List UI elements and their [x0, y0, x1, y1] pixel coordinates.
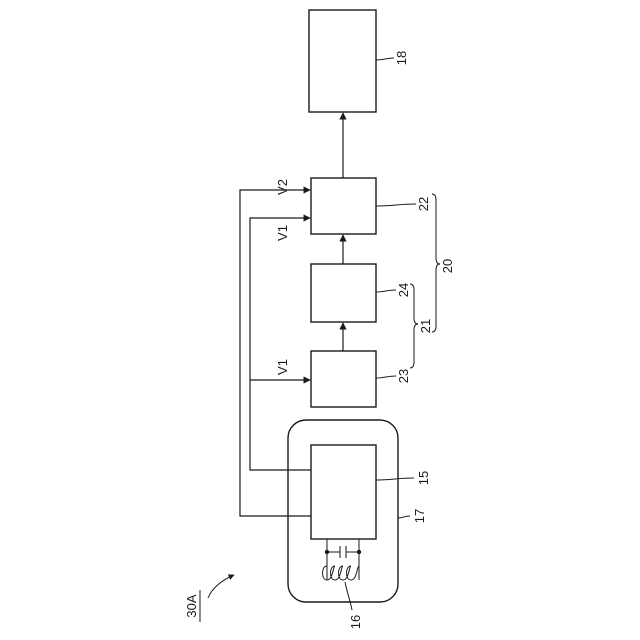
label-22: 22 [416, 197, 431, 211]
label-18: 18 [394, 51, 409, 65]
block-23 [311, 351, 376, 407]
block-24 [311, 264, 376, 322]
label-20: 20 [440, 259, 455, 273]
label-24: 24 [396, 283, 411, 297]
block-18 [309, 10, 376, 112]
block-22 [311, 178, 376, 234]
block-15 [311, 445, 376, 539]
label-17: 17 [412, 509, 427, 523]
leader-23 [376, 376, 396, 378]
label-v1-upper: V1 [275, 225, 290, 241]
label-16: 16 [348, 615, 363, 629]
bracket-20 [432, 194, 440, 332]
leader-17 [398, 516, 410, 518]
label-21: 21 [418, 319, 433, 333]
label-23: 23 [396, 369, 411, 383]
label-v2: V2 [275, 179, 290, 195]
leader-18 [376, 58, 394, 60]
label-v1-lower: V1 [275, 359, 290, 375]
figure-pointer-arrow [208, 575, 234, 598]
leader-24 [376, 290, 396, 292]
label-15: 15 [416, 471, 431, 485]
figure-label-30a: 30A [184, 594, 199, 617]
leader-22 [376, 204, 416, 206]
bracket-21 [410, 284, 418, 368]
